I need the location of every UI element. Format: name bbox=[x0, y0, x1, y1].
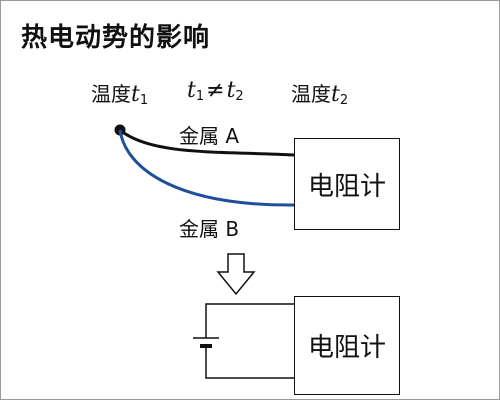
inequality-left-var: t bbox=[187, 78, 196, 103]
temperature-t1-label: 温度t1 bbox=[91, 78, 148, 108]
diagram-title: 热电动势的影响 bbox=[21, 23, 211, 53]
temperature-var: t bbox=[331, 82, 340, 107]
top-resistance-meter: 电阻计 bbox=[294, 138, 400, 230]
circuit-wire-bottom bbox=[205, 346, 294, 379]
bottom-resistance-meter: 电阻计 bbox=[294, 296, 400, 395]
top-resistance-meter-label: 电阻计 bbox=[307, 171, 386, 202]
temperature-word: 温度 bbox=[91, 82, 131, 106]
temperature-word: 温度 bbox=[291, 82, 331, 106]
inequality-label: t1≠t2 bbox=[187, 78, 244, 104]
inequality-left-sub: 1 bbox=[195, 89, 205, 104]
not-equal-symbol: ≠ bbox=[206, 78, 225, 103]
down-arrow-icon bbox=[216, 253, 256, 296]
temperature-sub: 1 bbox=[139, 93, 149, 108]
metal-b-wire bbox=[118, 129, 295, 207]
bottom-resistance-meter-label: 电阻计 bbox=[307, 333, 386, 363]
metal-b-label: 金属 B bbox=[179, 217, 240, 241]
metal-a-wire bbox=[119, 128, 295, 157]
temperature-sub: 2 bbox=[339, 93, 349, 108]
inequality-right-var: t bbox=[226, 78, 236, 103]
temperature-var: t bbox=[131, 82, 140, 107]
inequality-right-sub: 2 bbox=[235, 89, 244, 104]
metal-a-label: 金属 A bbox=[179, 124, 240, 148]
circuit-wire-top bbox=[205, 303, 294, 338]
temperature-t2-label: 温度t2 bbox=[291, 78, 348, 108]
